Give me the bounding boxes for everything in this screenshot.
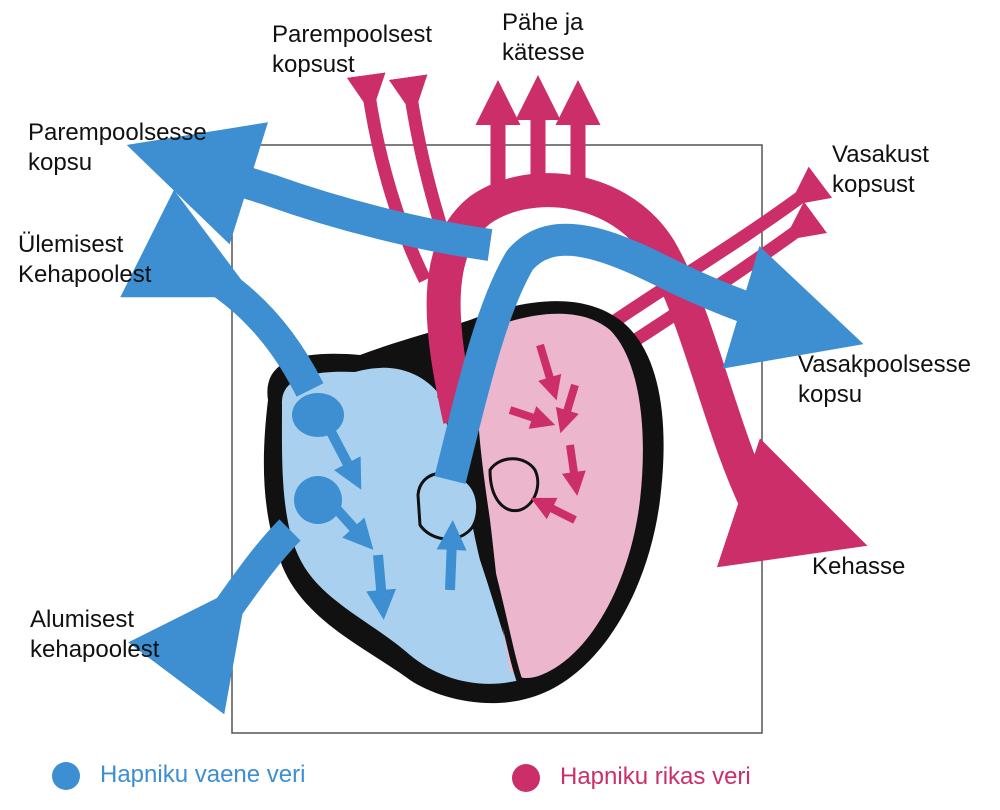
aorta	[426, 173, 868, 568]
label-to-left-lung: Vasakpoolsesse kopsu	[798, 351, 971, 408]
internal-flow-blue	[325, 427, 467, 620]
aortic-valve	[488, 457, 540, 513]
right-atrium-inlet	[292, 393, 344, 437]
head-arm-arteries	[475, 75, 601, 190]
superior-vena-cava	[120, 189, 324, 397]
blue-circle-icon	[52, 762, 80, 790]
magenta-circle-icon	[512, 764, 540, 792]
left-heart-chambers	[477, 313, 643, 679]
legend-oxygen-poor: Hapniku vaene veri	[100, 761, 306, 788]
label-to-head-arms: Pähe ja kätesse	[502, 9, 585, 66]
label-from-right-lung: Parempoolsest kopsust	[272, 21, 433, 78]
internal-flow-pink	[508, 343, 586, 524]
label-from-upper-body: Ülemisest Kehapoolest	[18, 231, 152, 288]
inferior-vena-cava	[128, 519, 301, 715]
label-from-left-lung: Vasakust kopsust	[832, 141, 929, 198]
vena-cava-inlet	[294, 476, 342, 524]
pulmonary-artery	[126, 122, 864, 484]
legend-oxygen-rich: Hapniku rikas veri	[560, 763, 751, 790]
label-to-body: Kehasse	[812, 553, 906, 580]
label-from-lower-body: Alumisest kehapoolest	[30, 606, 160, 663]
pulmonary-valve	[416, 471, 480, 541]
label-to-right-lung: Parempoolsesse kopsu	[28, 119, 207, 176]
